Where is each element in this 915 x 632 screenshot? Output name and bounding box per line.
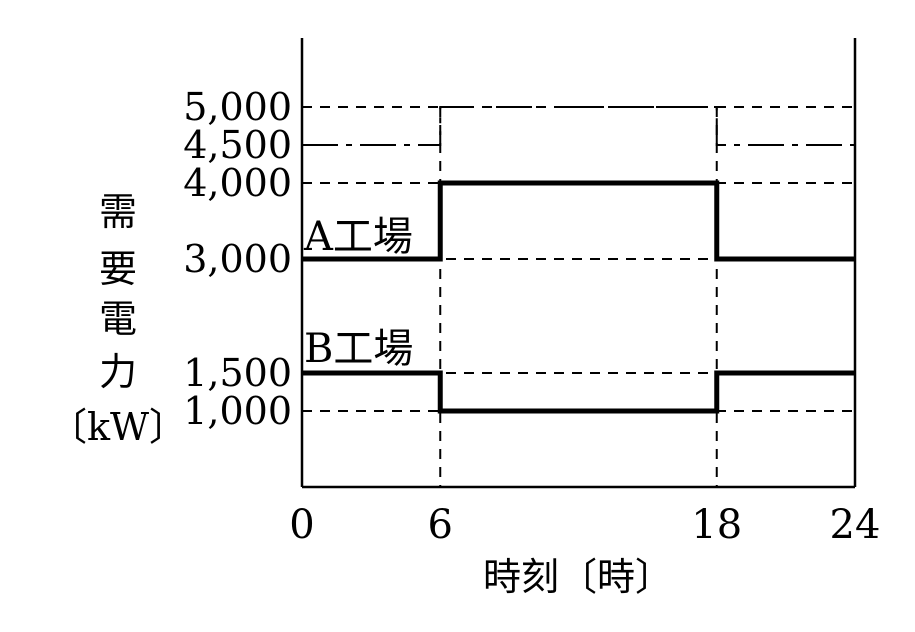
series-line-1 <box>302 180 855 262</box>
reference-lines <box>302 106 855 487</box>
y-tick-label: 4,000 <box>183 161 292 205</box>
series-lines <box>302 106 855 414</box>
series-line-3 <box>302 106 855 146</box>
series-line-2 <box>302 370 855 414</box>
y-tick-label: 1,500 <box>183 351 292 395</box>
y-axis-label-line: 要 <box>99 247 137 291</box>
y-axis-label-line: 〔kW〕 <box>49 405 187 449</box>
y-tick-label: 4,500 <box>183 123 292 167</box>
y-axis-label-line: 電 <box>99 297 137 341</box>
axes <box>300 38 857 489</box>
x-axis-label: 時刻〔時〕 <box>483 555 673 599</box>
x-tick-label: 18 <box>691 502 742 548</box>
y-tick-label: 3,000 <box>183 237 292 281</box>
y-tick-label: 5,000 <box>183 85 292 129</box>
x-tick-label: 6 <box>428 502 453 548</box>
y-axis-label-line: 力 <box>99 350 137 394</box>
y-axis-label-line: 需 <box>99 190 137 234</box>
y-tick-label: 1,000 <box>183 389 292 433</box>
x-tick-label: 0 <box>289 502 314 548</box>
x-tick-label: 24 <box>830 502 881 548</box>
series-label-2: B工場 <box>304 326 413 372</box>
series-label-1: A工場 <box>303 214 413 260</box>
